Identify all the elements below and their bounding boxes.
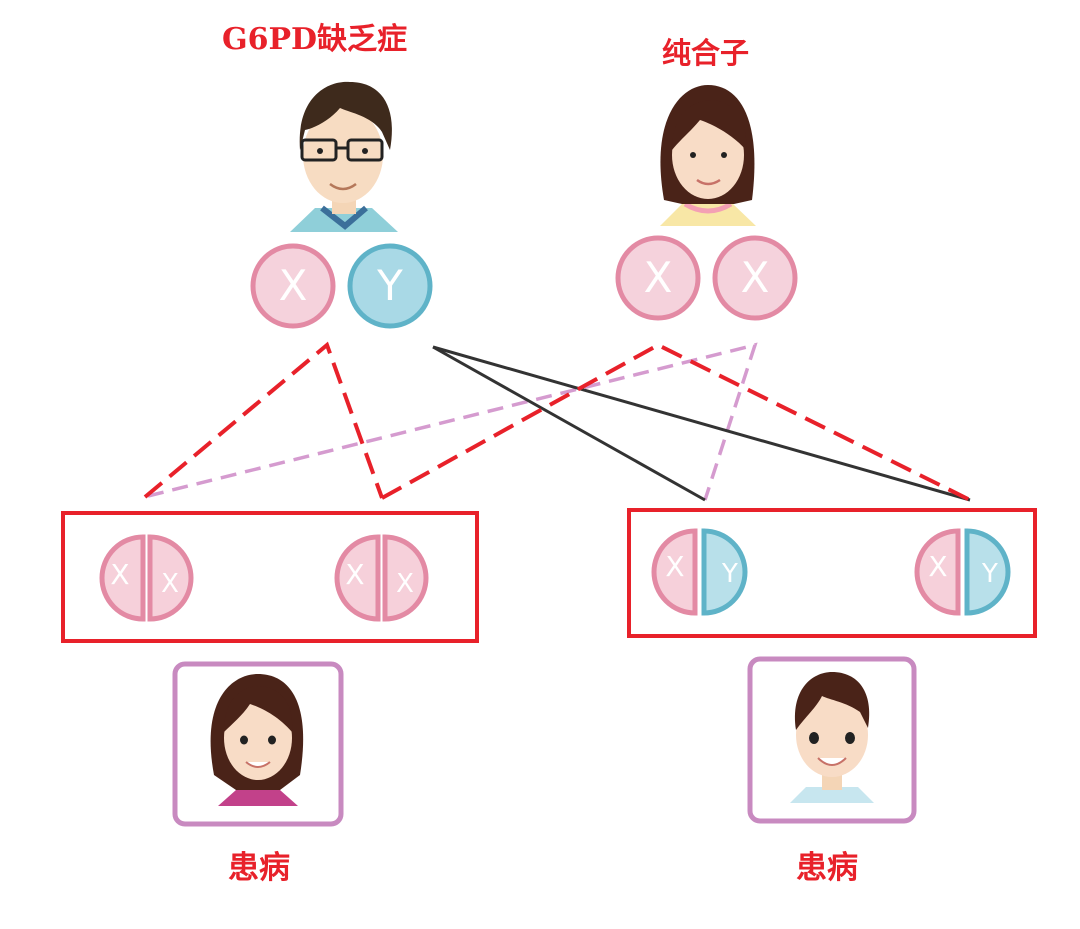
father-label: G6PD缺乏症 — [222, 22, 408, 57]
mother-chromosomes: X X — [615, 235, 798, 321]
mother-x-letter-1: X — [644, 253, 673, 302]
mother-x-chromosome-1 — [615, 235, 701, 321]
inheritance-lines — [143, 341, 971, 502]
daughter-genotype-2: X X — [334, 534, 429, 622]
son-genotype-1: X Y — [651, 528, 748, 616]
daughter-1-right-letter: X — [161, 569, 179, 599]
daughter-genotype-1: X X — [99, 534, 194, 622]
mother-second-x-line — [147, 342, 758, 501]
daughter-label: 患病 — [228, 850, 290, 886]
mother-avatar — [660, 85, 756, 226]
father-x-letter: X — [279, 261, 308, 310]
father-y-chromosome — [347, 243, 433, 329]
son-genotype-2: X Y — [914, 528, 1011, 616]
daughter-1-left-letter: X — [110, 558, 129, 591]
daughters-genotype-box: X X X X — [61, 511, 479, 643]
daughter-2-right-letter: X — [396, 569, 414, 599]
father-y-letter: Y — [376, 261, 403, 310]
son-1-left-letter: X — [665, 550, 684, 583]
mother-x-letter-2: X — [741, 253, 770, 302]
father-avatar — [290, 81, 398, 232]
mother-x-chromosome-2 — [712, 235, 798, 321]
son-2-right-letter: Y — [981, 559, 998, 589]
daughter-avatar — [172, 661, 344, 827]
father-y-line-2 — [432, 345, 971, 502]
mother-label: 纯合子 — [662, 36, 750, 70]
father-y-line-1 — [432, 345, 706, 502]
son-1-right-letter: Y — [721, 559, 738, 589]
father-x-line — [143, 341, 384, 499]
father-x-chromosome — [250, 243, 336, 329]
son-2-left-letter: X — [928, 550, 947, 583]
son-label: 患病 — [796, 850, 858, 886]
mother-first-x-line — [381, 342, 971, 502]
daughter-2-left-letter: X — [345, 558, 364, 591]
son-avatar — [747, 656, 917, 824]
father-chromosomes: X Y — [250, 243, 433, 329]
sons-genotype-box: X Y X Y — [627, 508, 1037, 638]
